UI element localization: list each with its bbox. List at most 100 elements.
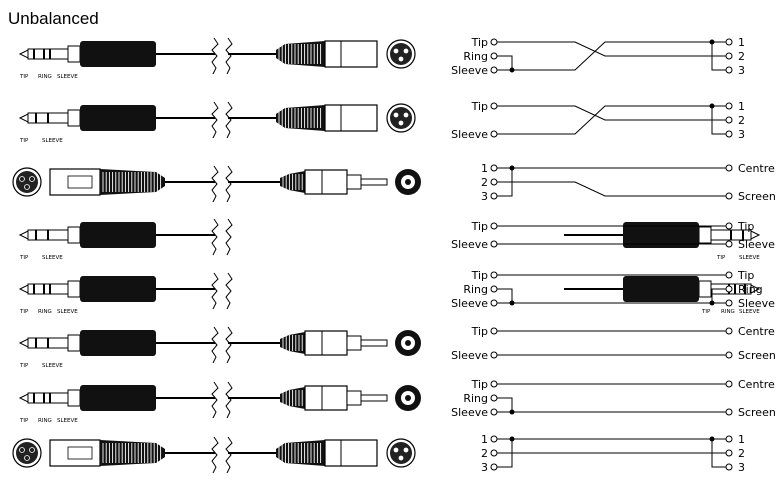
right-pin-label: Screen — [738, 406, 776, 419]
pin-terminal — [490, 271, 498, 279]
wire — [497, 55, 513, 70]
xlr-socket-face — [12, 167, 42, 197]
xlr-face-inner — [390, 43, 412, 65]
cable-illustration — [12, 165, 421, 203]
xlr-pin — [19, 176, 25, 182]
junction-dot — [509, 300, 515, 306]
rca-shell — [346, 174, 362, 190]
pin-terminal — [490, 463, 498, 471]
right-pin-label: Screen — [738, 349, 776, 362]
pin-terminal — [725, 38, 733, 46]
wire — [711, 288, 726, 303]
wire — [497, 181, 726, 197]
xlr-pin-face — [386, 39, 416, 69]
xlr-latch — [67, 446, 93, 460]
junction-dot — [709, 39, 715, 45]
left-pin-label: Tip — [471, 378, 488, 391]
plug-handle — [80, 41, 156, 67]
pin-terminal — [725, 240, 733, 248]
pin-terminal — [725, 192, 733, 200]
rca-shell — [346, 335, 362, 351]
xlr-pin — [403, 447, 409, 453]
plug-tip — [18, 49, 29, 59]
junction-dot — [509, 409, 515, 415]
break-mark — [211, 436, 219, 474]
left-pin-label: Ring — [463, 392, 488, 405]
plug-collar — [67, 109, 81, 127]
plug-tip — [18, 230, 29, 240]
junction-dot — [509, 436, 515, 442]
xlr-pin — [29, 447, 35, 453]
left-pin-label: 2 — [481, 447, 488, 460]
pin-terminal — [725, 351, 733, 359]
pin-terminal — [490, 164, 498, 172]
plug-handle — [80, 105, 156, 131]
xlr-pin — [393, 48, 399, 54]
wire — [711, 106, 726, 135]
left-pin-label: Ring — [463, 283, 488, 296]
plug-tip — [18, 113, 29, 123]
pin-terminal — [725, 408, 733, 416]
plug-label: TIP — [716, 255, 726, 261]
xlr-face-inner — [390, 107, 412, 129]
pin-terminal — [490, 285, 498, 293]
plug-label: TIP — [19, 309, 29, 315]
plug-tip — [18, 338, 29, 348]
cable-break — [211, 436, 233, 474]
wire — [497, 288, 513, 303]
left-pin-label: 2 — [481, 176, 488, 189]
plug-label: SLEEVE — [739, 309, 760, 315]
plug-label: TIP — [19, 74, 29, 80]
xlr-pin — [393, 447, 399, 453]
right-pin-label: 3 — [738, 461, 745, 474]
xlr-pin — [24, 184, 30, 190]
plug-label: SLEEVE — [42, 255, 63, 261]
pin-terminal — [490, 449, 498, 457]
pin-terminal — [490, 178, 498, 186]
left-pin-label: Ring — [463, 50, 488, 63]
left-pin-label: Sleeve — [451, 238, 488, 251]
plug-label: TIP — [19, 363, 29, 369]
break-mark — [225, 101, 233, 139]
cable-break — [211, 326, 233, 364]
cable-break — [211, 37, 233, 75]
cable-break — [211, 165, 233, 203]
plug-label: TIP — [19, 138, 29, 144]
left-pin-label: 3 — [481, 190, 488, 203]
junction-dot — [709, 436, 715, 442]
left-pin-label: Sleeve — [451, 406, 488, 419]
left-pin-label: Tip — [471, 100, 488, 113]
right-pin-label: 3 — [738, 128, 745, 141]
pin-terminal — [725, 222, 733, 230]
break-mark — [225, 218, 233, 256]
plug-label: SLEEVE — [739, 255, 760, 261]
junction-dot — [709, 300, 715, 306]
break-mark — [211, 272, 219, 310]
right-rca-plug — [228, 385, 421, 411]
right-xlr-male — [228, 438, 416, 468]
pin-terminal — [490, 222, 498, 230]
xlr-face-inner — [390, 442, 412, 464]
plug-label: SLEEVE — [42, 363, 63, 369]
pin-terminal — [490, 192, 498, 200]
plug-tip — [18, 393, 29, 403]
break-mark — [211, 218, 219, 256]
plug-label: TIP — [701, 309, 711, 315]
right-pin-label: 2 — [738, 447, 745, 460]
pin-terminal — [490, 66, 498, 74]
plug-handle — [623, 276, 699, 302]
xlr-barrel — [324, 439, 378, 467]
pin-terminal — [490, 394, 498, 402]
wire — [497, 105, 726, 121]
right-pin-label: 2 — [738, 114, 745, 127]
xlr-pin-face — [386, 438, 416, 468]
right-rca-plug — [228, 330, 421, 356]
rca-barrel — [304, 330, 348, 356]
